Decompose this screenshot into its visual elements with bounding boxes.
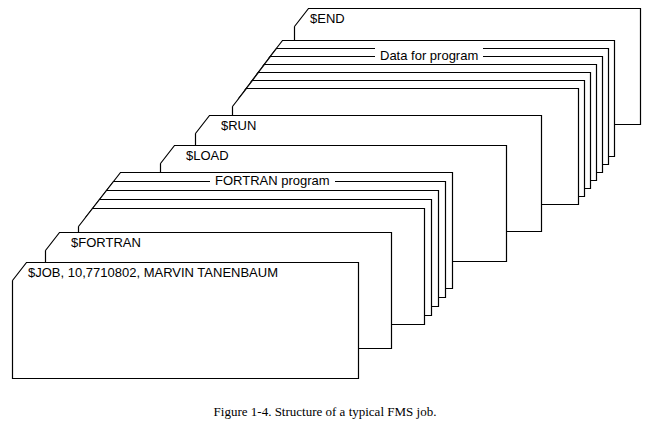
deck-label: FORTRAN program [210,173,335,189]
card-text: $FORTRAN [71,235,141,251]
card-text: $LOAD [186,148,229,164]
card-shape [295,9,641,125]
punched-card: $JOB, 10,7710802, MARVIN TANENBAUM [12,262,358,378]
card-shape [79,209,425,325]
card-shape [233,89,579,205]
card-shape [196,116,542,232]
card-text: $END [310,11,345,27]
card-shape [46,233,392,349]
card-text: $RUN [221,118,256,134]
card-text: $JOB, 10,7710802, MARVIN TANENBAUM [28,265,278,281]
figure-caption: Figure 1-4. Structure of a typical FMS j… [0,404,650,420]
deck-label: Data for program [375,48,483,64]
card-shape [161,146,507,262]
card-shape [13,263,359,379]
